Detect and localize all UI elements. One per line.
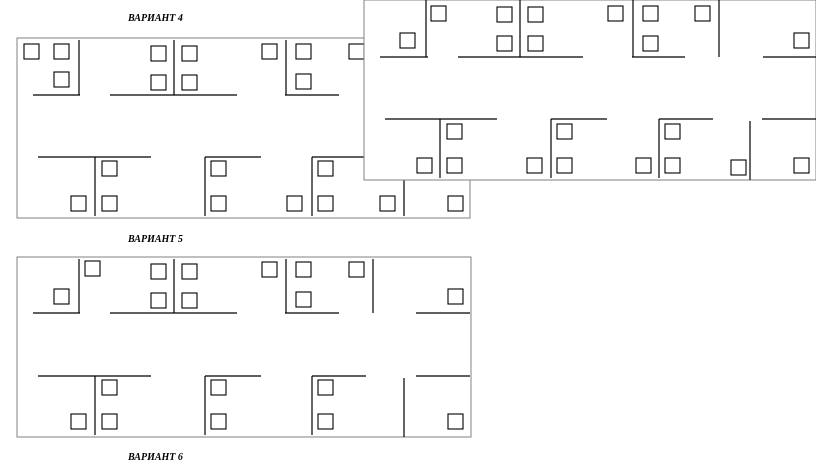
seat: [150, 74, 167, 91]
seat: [295, 261, 312, 278]
variant-6-label: ВАРИАНТ 6: [128, 452, 183, 463]
seat: [348, 43, 365, 60]
seat: [379, 195, 396, 212]
seat: [642, 35, 659, 52]
seat: [317, 379, 334, 396]
seat: [447, 413, 464, 430]
seat: [317, 413, 334, 430]
seat: [496, 6, 513, 23]
panel-variant-5: [16, 256, 472, 438]
seat: [447, 195, 464, 212]
seat: [101, 160, 118, 177]
seat: [295, 73, 312, 90]
seat: [664, 157, 681, 174]
seat: [150, 292, 167, 309]
seat: [607, 5, 624, 22]
seat: [84, 260, 101, 277]
seat: [556, 157, 573, 174]
panel-frame: [363, 0, 816, 181]
seat: [642, 5, 659, 22]
seat: [446, 123, 463, 140]
seat: [70, 195, 87, 212]
seat: [446, 157, 463, 174]
seat: [793, 32, 810, 49]
seat: [210, 160, 227, 177]
seat: [181, 292, 198, 309]
seat: [664, 123, 681, 140]
seat: [527, 35, 544, 52]
seat: [526, 157, 543, 174]
seat: [556, 123, 573, 140]
seat: [210, 413, 227, 430]
seat: [181, 74, 198, 91]
seat: [23, 43, 40, 60]
seat: [399, 32, 416, 49]
seat: [527, 6, 544, 23]
seat: [286, 195, 303, 212]
seat: [101, 413, 118, 430]
seat: [447, 288, 464, 305]
seat: [210, 195, 227, 212]
seat: [295, 291, 312, 308]
seat: [348, 261, 365, 278]
seat: [635, 157, 652, 174]
variant-4-label: ВАРИАНТ 4: [128, 13, 183, 24]
seat: [295, 43, 312, 60]
seat: [101, 379, 118, 396]
seat: [430, 5, 447, 22]
seat: [53, 71, 70, 88]
variant-5-label: ВАРИАНТ 5: [128, 234, 183, 245]
seat: [210, 379, 227, 396]
seat: [694, 5, 711, 22]
seat: [53, 43, 70, 60]
seat: [730, 159, 747, 176]
panel-frame: [16, 256, 472, 438]
panel-variant-4: [16, 37, 471, 219]
seat: [181, 45, 198, 62]
seat: [70, 413, 87, 430]
seat: [793, 157, 810, 174]
seat: [53, 288, 70, 305]
seat: [150, 45, 167, 62]
seat: [101, 195, 118, 212]
seat: [317, 160, 334, 177]
seat: [150, 263, 167, 280]
seat: [416, 157, 433, 174]
seat: [317, 195, 334, 212]
seat: [496, 35, 513, 52]
seat: [181, 263, 198, 280]
panel-overlay: [363, 0, 816, 181]
seat: [261, 261, 278, 278]
seat: [261, 43, 278, 60]
